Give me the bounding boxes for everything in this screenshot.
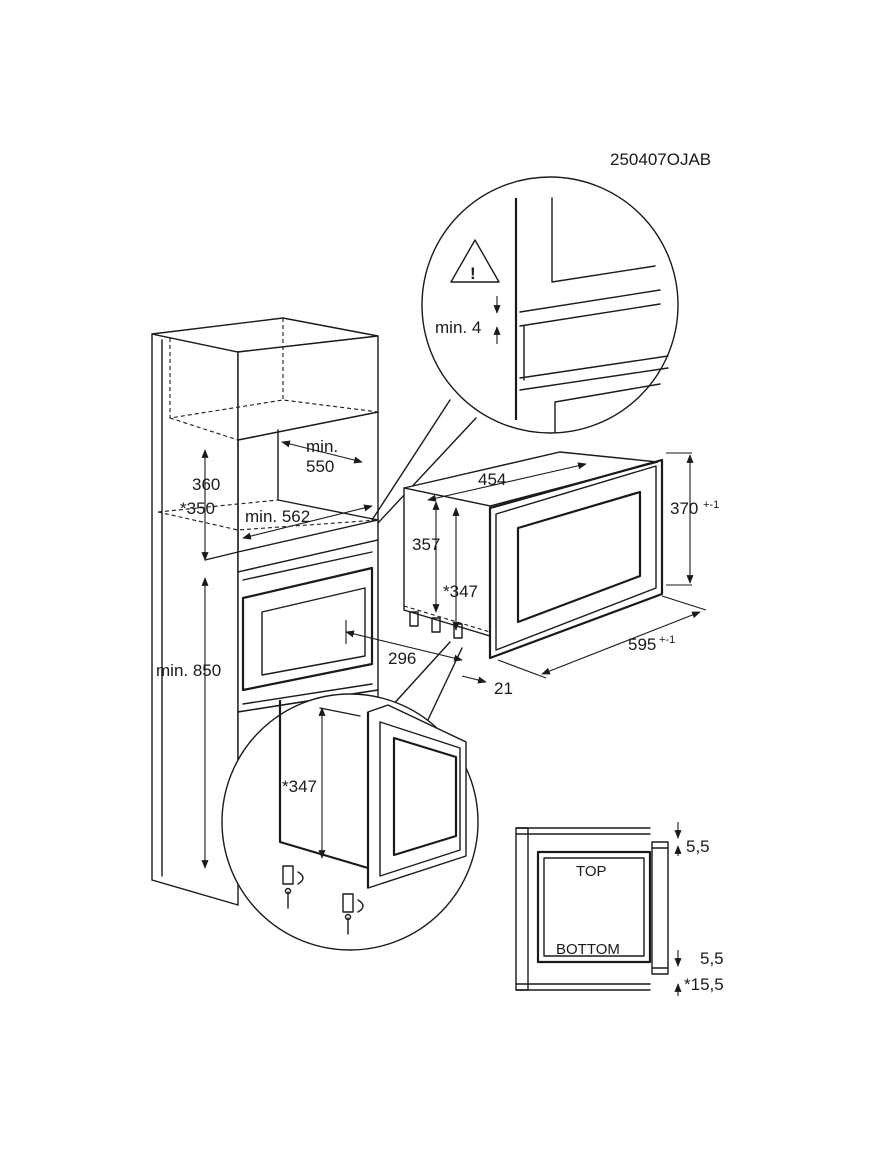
appliance-dimensions: 454 370 +-1 357 *347 595 +-1 296 21 [345,452,719,698]
dim-gap-min: min. 4 [435,318,481,337]
dim-appliance-width-tol: +-1 [659,634,675,646]
section-bottom-gap: 5,5 [700,949,724,968]
dim-detail-height: *347 [282,777,317,796]
dim-width-min: min. 562 [245,507,310,526]
section-bottom-label: BOTTOM [556,941,620,958]
cross-section: TOP BOTTOM 5,5 5,5 *15,5 [515,822,724,996]
svg-text:!: ! [470,264,476,283]
cabinet-dimensions: 360 *350 min. 550 min. 562 min. 850 [156,437,373,869]
section-bottom-offset: *15,5 [684,975,724,994]
dim-depth-min-value: 550 [306,457,334,476]
dim-appliance-depth: 454 [478,470,506,489]
dim-niche-height: 360 [192,475,220,494]
section-top-label: TOP [576,863,607,880]
section-top-gap: 5,5 [686,837,710,856]
dim-body-depth: 296 [388,649,416,668]
foot-detail-circle: *347 [221,641,479,951]
dim-front-height: 370 [670,499,698,518]
dim-niche-height-alt: *350 [180,499,215,518]
dim-depth-min: min. [306,437,338,456]
gap-detail-circle: ! min. 4 [371,176,679,524]
dim-frame-offset: 21 [494,679,513,698]
dim-body-height: 357 [412,535,440,554]
dim-appliance-width: 595 [628,635,656,654]
microwave-appliance [403,451,664,660]
dim-body-height-alt: *347 [443,582,478,601]
dim-floor-height: min. 850 [156,661,221,680]
model-code: 250407OJAB [610,150,711,169]
warning-triangle-icon: ! [450,239,500,283]
dim-front-height-tol: +-1 [703,499,719,511]
